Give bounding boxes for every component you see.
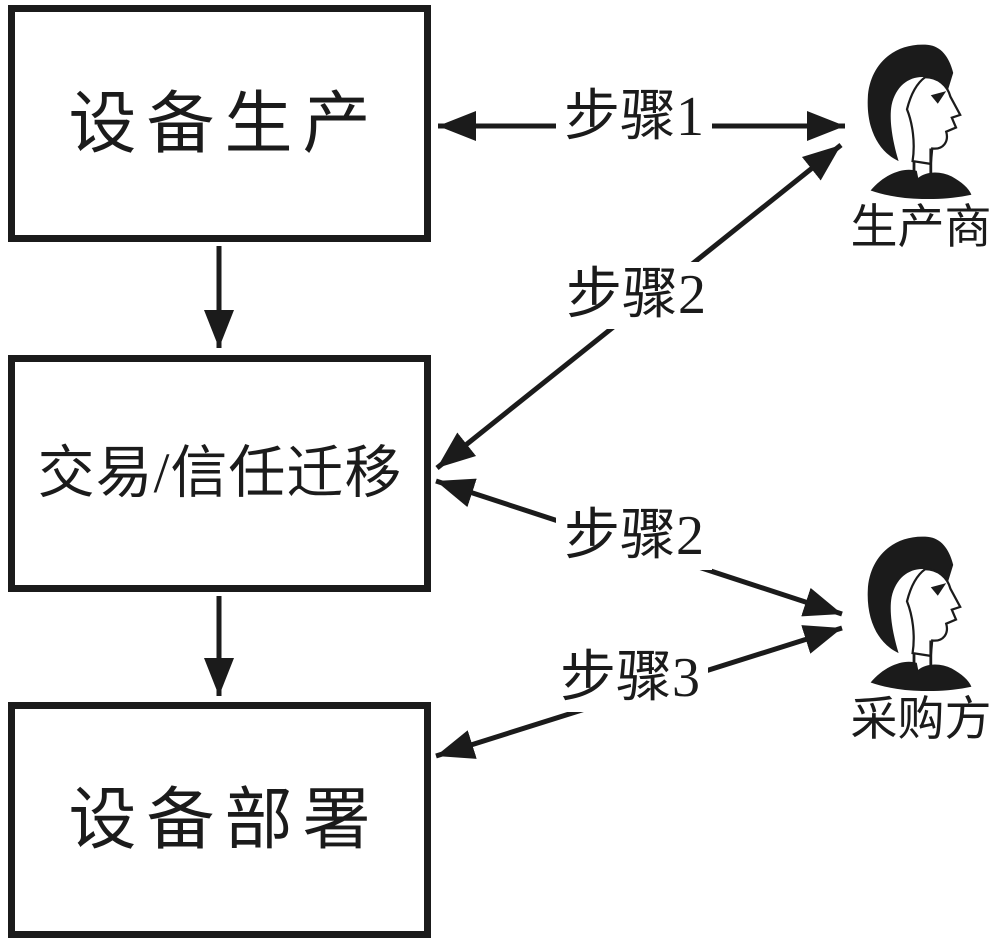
step2-label-manufacturer: 步骤2 (558, 262, 714, 330)
step1-label: 步骤1 (556, 84, 712, 152)
actor-purchaser: 采购方 (842, 534, 1000, 744)
flow-box-device-production: 设备生产 (8, 5, 431, 242)
flow-box-device-deployment: 设备部署 (8, 702, 431, 938)
flow-box-label: 交易/信任迁移 (37, 442, 403, 505)
face-shape (905, 75, 962, 166)
step2-label-purchaser: 步骤2 (556, 503, 712, 571)
person-profile-icon (867, 536, 972, 691)
flow-box-label: 设备生产 (68, 85, 381, 162)
hair-shape (867, 536, 954, 654)
flow-box-label: 设备部署 (68, 782, 381, 858)
eye-shape (930, 583, 947, 596)
flow-box-transaction-trust-migration: 交易/信任迁移 (8, 355, 431, 592)
shoulders-shape (870, 169, 972, 199)
person-profile-icon (867, 44, 972, 199)
shoulders-shape (870, 661, 972, 691)
manufacturer-label: 生产商 (850, 202, 992, 254)
face-shape (905, 567, 962, 658)
purchaser-label: 采购方 (850, 694, 992, 746)
actor-manufacturer: 生产商 (842, 42, 1000, 252)
step3-label: 步骤3 (552, 645, 708, 713)
hair-shape (867, 44, 954, 162)
eye-shape (930, 91, 947, 104)
